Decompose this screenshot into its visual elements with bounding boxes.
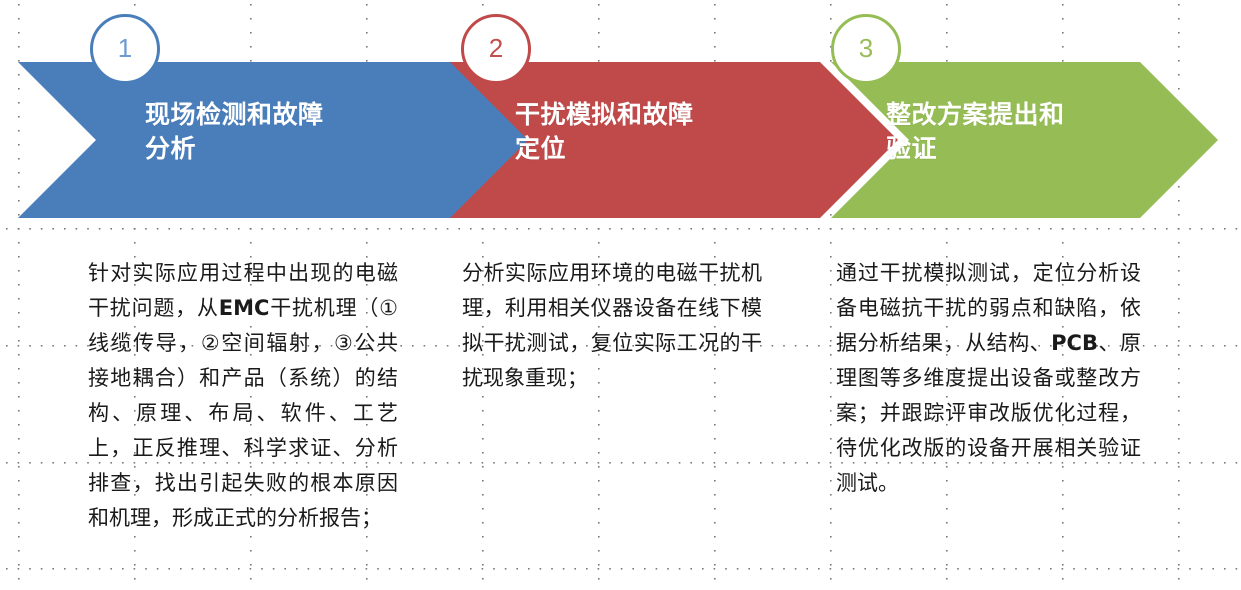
body-text-run: 、原理图等多维度提出设备或整改方案；并跟踪评审改版优化过程，待优化改版的设备开展…: [836, 331, 1141, 495]
step-badge-3-number: 3: [858, 33, 874, 63]
emphasis-text: EMC: [218, 296, 270, 320]
chevron-shape-step2[interactable]: [388, 62, 898, 218]
step-badge-2-number: 2: [488, 33, 504, 63]
step-description-columns: 针对实际应用过程中出现的电磁干扰问题，从EMC干扰机理（①线缆传导，②空间辐射，…: [0, 256, 1241, 590]
body-text-run: 通过干扰模拟测试，定位分析设备电磁抗干扰的弱点和缺陷，依据分析结果，从结构、: [836, 261, 1141, 355]
step-badge-1[interactable]: 1: [90, 14, 160, 84]
step-description-1: 针对实际应用过程中出现的电磁干扰问题，从EMC干扰机理（①线缆传导，②空间辐射，…: [88, 256, 398, 536]
body-text-run: 干扰机理（①线缆传导，②空间辐射，③公共接地耦合）和产品（系统）的结构、原理、布…: [88, 296, 399, 530]
step-badge-1-number: 1: [117, 33, 133, 63]
step-description-2: 分析实际应用环境的电磁干扰机理，利用相关仪器设备在线下模拟干扰测试，复位实际工况…: [462, 256, 762, 396]
chevron-shape-step3[interactable]: [831, 62, 1218, 218]
chevron-shapes: [18, 62, 1218, 218]
step-badge-3[interactable]: 3: [831, 14, 901, 84]
chevron-title-step2: 干扰模拟和故障 定位: [515, 101, 694, 163]
chevron-shape-step1[interactable]: [18, 62, 528, 218]
process-chevron-band: 现场检测和故障 分析 干扰模拟和故障 定位 整改方案提出和 验证 1 2 3: [0, 0, 1241, 232]
chevron-title-step3: 整改方案提出和 验证: [886, 101, 1065, 163]
emphasis-text: PCB: [1051, 331, 1098, 355]
step-badge-2[interactable]: 2: [461, 14, 531, 84]
chevron-title-step1: 现场检测和故障 分析: [145, 101, 324, 163]
body-text-run: 针对实际应用过程中出现的电磁干扰问题，从: [88, 261, 398, 320]
body-text-run: 分析实际应用环境的电磁干扰机理，利用相关仪器设备在线下模拟干扰测试，复位实际工况…: [462, 261, 762, 390]
step-description-3: 通过干扰模拟测试，定位分析设备电磁抗干扰的弱点和缺陷，依据分析结果，从结构、PC…: [836, 256, 1141, 501]
